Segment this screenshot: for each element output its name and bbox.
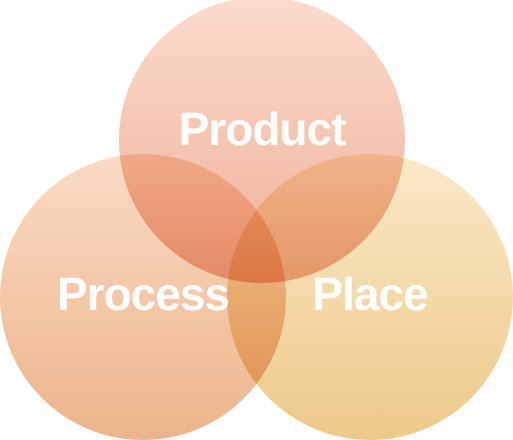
product-label: Product [179, 103, 346, 155]
process-label: Process [57, 268, 229, 320]
process-circle [0, 154, 286, 440]
place-label: Place [312, 268, 428, 320]
place-circle [227, 154, 513, 440]
